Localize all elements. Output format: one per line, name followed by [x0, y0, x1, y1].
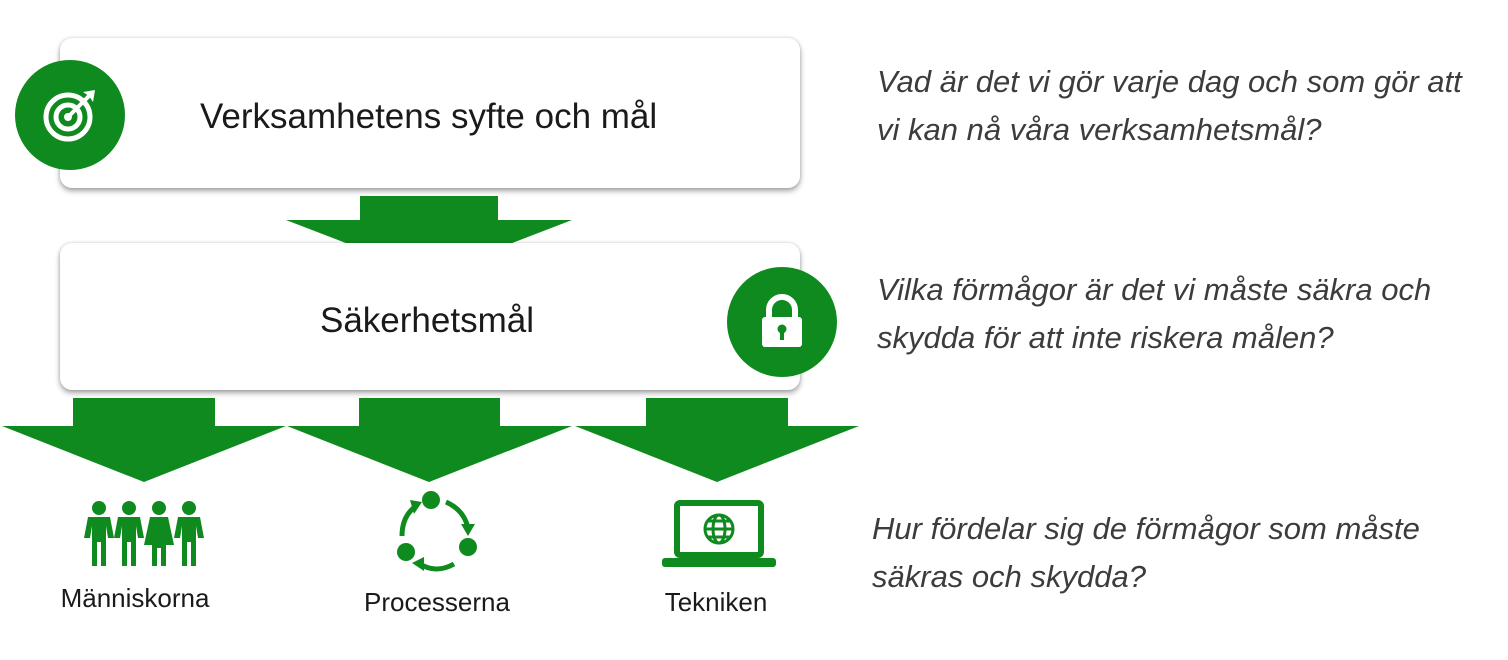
cycle-icon	[394, 490, 484, 585]
people-icon	[84, 500, 206, 573]
question-line: vi kan nå våra verksamhetsmål?	[877, 112, 1322, 147]
lock-icon	[727, 267, 837, 377]
category-label-people: Människorna	[60, 583, 210, 613]
arrow-down-technology	[575, 398, 859, 482]
question-purpose: Vad är det vi gör varje dag och som gör …	[877, 58, 1462, 154]
question-security: Vilka förmågor är det vi måste säkra och…	[877, 266, 1431, 362]
question-line: skydda för att inte riskera målen?	[877, 320, 1334, 355]
purpose-card: Verksamhetens syfte och mål	[60, 38, 800, 188]
question-line: Vilka förmågor är det vi måste säkra och	[877, 272, 1432, 307]
laptop-globe-icon	[660, 500, 778, 575]
arrow-down-processes	[287, 398, 572, 482]
category-label-technology: Tekniken	[664, 587, 768, 617]
question-line: Vad är det vi gör varje dag och som gör …	[877, 64, 1462, 99]
question-line: säkras och skydda?	[872, 559, 1146, 594]
question-distribution: Hur fördelar sig de förmågor som måste s…	[872, 505, 1420, 601]
arrow-down-people	[2, 398, 286, 482]
security-card: Säkerhetsmål	[60, 243, 800, 390]
category-label-processes: Processerna	[364, 587, 510, 617]
question-line: Hur fördelar sig de förmågor som måste	[872, 511, 1420, 546]
target-icon	[15, 60, 125, 170]
arrow-down-main	[286, 196, 572, 275]
security-title: Säkerhetsmål	[320, 301, 534, 340]
purpose-title: Verksamhetens syfte och mål	[200, 97, 658, 136]
